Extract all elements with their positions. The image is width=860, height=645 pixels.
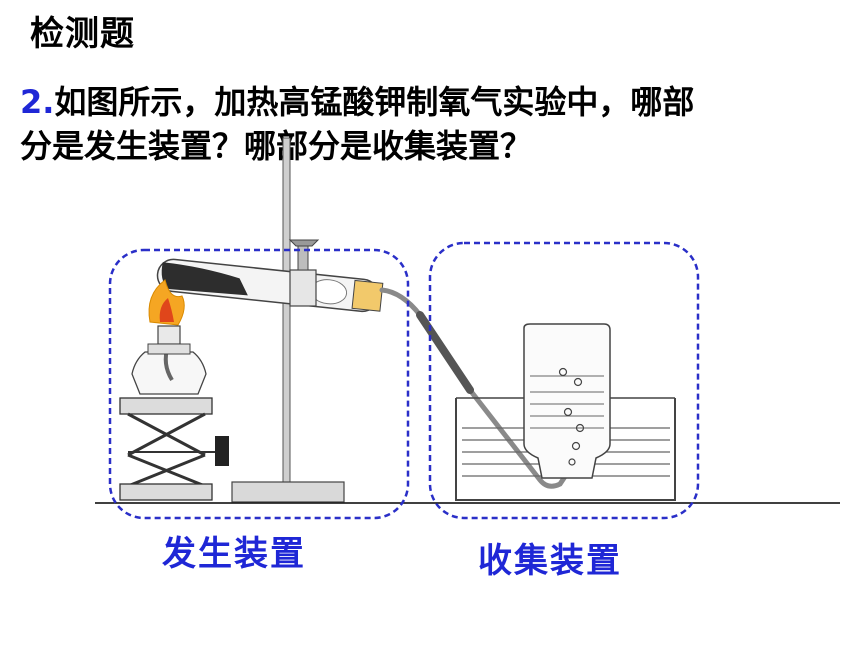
test-tube xyxy=(156,258,384,313)
question-line1-text: 如图所示，加热高锰酸钾制氧气实验中，哪部 xyxy=(54,83,695,121)
lab-jack xyxy=(119,397,229,501)
question-line-1: 2.如图所示，加热高锰酸钾制氧气实验中，哪部 xyxy=(20,80,840,124)
generator-box xyxy=(108,248,410,520)
stand-base xyxy=(231,481,345,503)
clamp-screw-icon xyxy=(288,239,320,247)
collector-box xyxy=(428,241,700,520)
flame xyxy=(148,279,185,326)
bottle-water-lines xyxy=(530,391,604,429)
rubber-tubing xyxy=(416,311,474,394)
collecting-bottle xyxy=(523,323,611,479)
question-text: 2.如图所示，加热高锰酸钾制氧气实验中，哪部 分是发生装置？哪部分是收集装置？ xyxy=(20,80,840,168)
kmno4-powder xyxy=(161,262,248,296)
generator-label: 发生装置 xyxy=(162,534,306,574)
question-number: 2. xyxy=(20,83,55,121)
question-line-2: 分是发生装置？哪部分是收集装置？ xyxy=(20,127,533,165)
jack-knob-icon xyxy=(215,436,229,466)
gas-bubbles-icon xyxy=(558,367,585,466)
stand-rod xyxy=(282,137,291,489)
clamp xyxy=(288,239,320,307)
slide-title: 检测题 xyxy=(30,14,135,54)
rubber-stopper xyxy=(351,279,384,312)
delivery-tube xyxy=(379,287,579,489)
collector-label: 收集装置 xyxy=(478,541,622,581)
alcohol-lamp xyxy=(131,325,207,395)
